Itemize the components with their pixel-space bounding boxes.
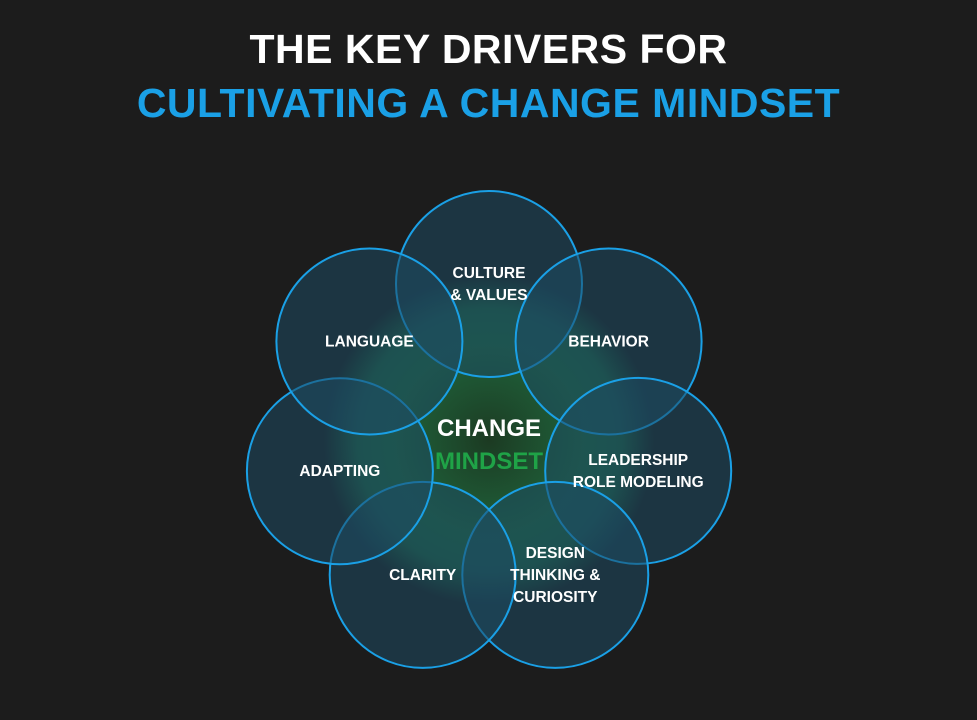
driver-label-line: CULTURE: [453, 265, 526, 282]
driver-label-line: THINKING &: [510, 567, 600, 584]
driver-circles: [245, 190, 733, 669]
driver-label-line: ADAPTING: [299, 463, 380, 480]
driver-labels: CULTURE & VALUES BEHAVIOR LEADERSHIP ROLE MO…: [299, 265, 703, 606]
driver-label-line: CLARITY: [389, 567, 457, 584]
driver-label-line: & VALUES: [450, 287, 527, 304]
driver-label-0: CULTURE & VALUES: [450, 265, 527, 304]
title-line-1: THE KEY DRIVERS FOR: [249, 26, 728, 72]
driver-circle-6: [275, 247, 464, 436]
driver-label-6: LANGUAGE: [325, 334, 414, 351]
driver-label-line: LEADERSHIP: [588, 452, 688, 469]
driver-label-2: LEADERSHIP ROLE MODELING: [573, 452, 704, 491]
center-label-bottom: MINDSET: [435, 448, 543, 475]
center-label-top: CHANGE: [437, 415, 541, 442]
driver-label-line: CURIOSITY: [513, 589, 598, 606]
driver-label-1: BEHAVIOR: [568, 334, 649, 351]
driver-label-line: ROLE MODELING: [573, 474, 704, 491]
driver-label-5: ADAPTING: [299, 463, 380, 480]
driver-label-line: BEHAVIOR: [568, 334, 649, 351]
driver-label-4: CLARITY: [389, 567, 457, 584]
driver-label-line: LANGUAGE: [325, 334, 414, 351]
driver-label-3: DESIGN THINKING & CURIOSITY: [510, 545, 600, 606]
driver-label-line: DESIGN: [526, 545, 585, 562]
title-line-2: CULTIVATING A CHANGE MINDSET: [136, 80, 841, 126]
